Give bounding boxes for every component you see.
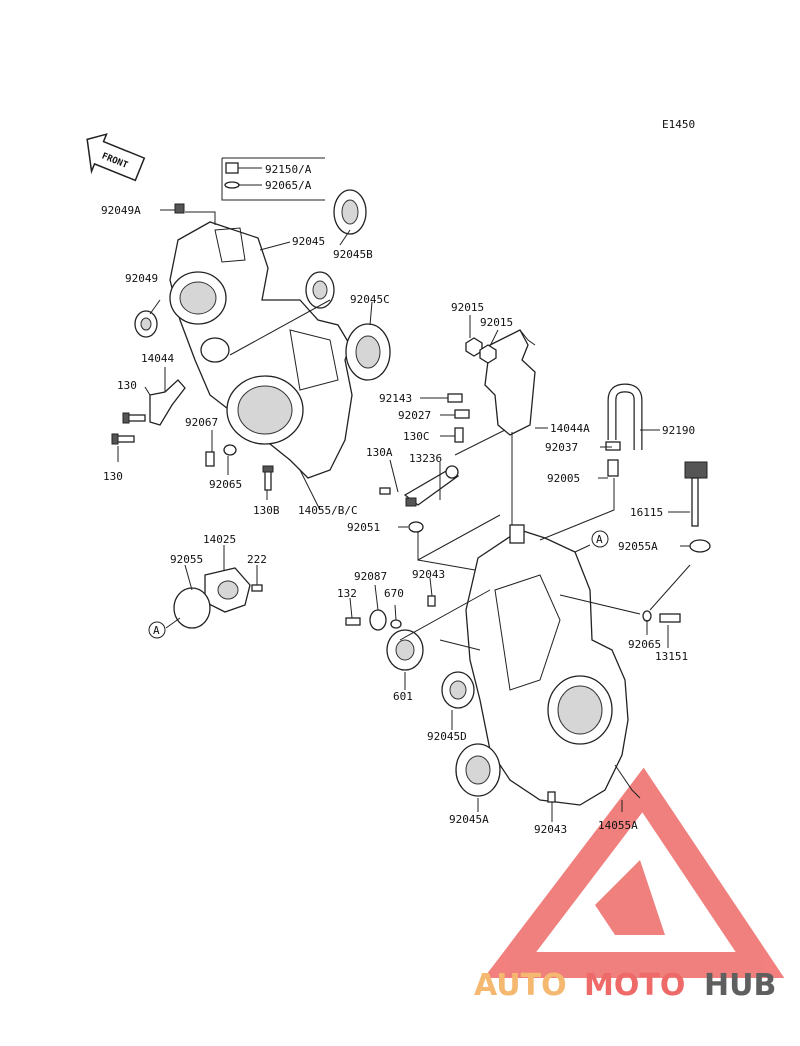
oil-pump-cover bbox=[173, 567, 263, 629]
o-ring-92055a bbox=[689, 539, 711, 553]
o-ring-670 bbox=[390, 619, 402, 629]
label-601: 601 bbox=[393, 690, 413, 703]
dowel-92043-1 bbox=[427, 595, 436, 607]
label-92055a: 92055A bbox=[618, 540, 658, 553]
plug-bolt-92150 bbox=[224, 162, 240, 189]
bolt-132 bbox=[345, 617, 361, 626]
bearing-92045 bbox=[305, 271, 335, 309]
label-92150a: 92150/A bbox=[265, 163, 312, 176]
bolt-92067 bbox=[205, 451, 215, 467]
label-92043-a: 92043 bbox=[412, 568, 445, 581]
label-92045: 92045 bbox=[292, 235, 325, 248]
label-130c: 130C bbox=[403, 430, 430, 443]
label-92065-a: 92065 bbox=[209, 478, 242, 491]
label-92087: 92087 bbox=[354, 570, 387, 583]
clamp-92037 bbox=[605, 441, 621, 451]
fitting-92005 bbox=[607, 459, 619, 477]
label-92049a: 92049A bbox=[101, 204, 141, 217]
label-92005: 92005 bbox=[547, 472, 580, 485]
nut-92015-2 bbox=[479, 344, 497, 364]
seal-92049 bbox=[134, 310, 158, 338]
label-92027: 92027 bbox=[398, 409, 431, 422]
bolt-130-1 bbox=[122, 412, 146, 424]
lever-13236 bbox=[403, 465, 460, 507]
label-92043-b: 92043 bbox=[534, 823, 567, 836]
dipstick-16115 bbox=[684, 461, 708, 527]
watermark-part1: AUTO bbox=[474, 968, 567, 1003]
bracket-14044 bbox=[149, 379, 186, 426]
part-labels: 92150/A 92065/A 92049A 92045 92045B 9204… bbox=[101, 163, 695, 836]
label-92045d: 92045D bbox=[427, 730, 467, 743]
collar-92143 bbox=[447, 393, 463, 403]
upper-case-housing bbox=[169, 221, 353, 479]
diagram-code: E1450 bbox=[662, 118, 695, 131]
label-92015-b: 92015 bbox=[480, 316, 513, 329]
label-92051: 92051 bbox=[347, 521, 380, 534]
callout-a-lower: A bbox=[148, 621, 166, 639]
bearing-92045d bbox=[441, 671, 475, 709]
bearing-601 bbox=[386, 629, 424, 671]
bolt-130c bbox=[454, 427, 464, 443]
label-130-b: 130 bbox=[103, 470, 123, 483]
label-130a: 130A bbox=[366, 446, 393, 459]
bracket-plate-14044a bbox=[484, 329, 536, 436]
label-14055bc: 14055/B/C bbox=[298, 504, 358, 517]
switch-92087 bbox=[369, 609, 387, 631]
label-14025: 14025 bbox=[203, 533, 236, 546]
label-14044: 14044 bbox=[141, 352, 174, 365]
label-16115: 16115 bbox=[630, 506, 663, 519]
label-222: 222 bbox=[247, 553, 267, 566]
watermark-part2: MOTO bbox=[584, 968, 685, 1003]
label-670: 670 bbox=[384, 587, 404, 600]
label-92065a: 92065/A bbox=[265, 179, 312, 192]
label-92045a: 92045A bbox=[449, 813, 489, 826]
label-92065-b: 92065 bbox=[628, 638, 661, 651]
label-92055: 92055 bbox=[170, 553, 203, 566]
label-92045c: 92045C bbox=[350, 293, 390, 306]
washer-92065-2 bbox=[642, 610, 652, 622]
washer-92065 bbox=[223, 444, 237, 456]
bolt-130b bbox=[262, 465, 274, 491]
fitting-13151 bbox=[659, 613, 681, 623]
front-arrow-icon: FRONT bbox=[86, 133, 146, 182]
label-92037: 92037 bbox=[545, 441, 578, 454]
label-13151: 13151 bbox=[655, 650, 688, 663]
label-14044a: 14044A bbox=[550, 422, 590, 435]
watermark-logo bbox=[483, 767, 785, 978]
breather-hose-92190 bbox=[607, 383, 643, 450]
label-92015-a: 92015 bbox=[451, 301, 484, 314]
label-92190: 92190 bbox=[662, 424, 695, 437]
label-13236: 13236 bbox=[409, 452, 442, 465]
label-132: 132 bbox=[337, 587, 357, 600]
nut-92049a bbox=[174, 203, 185, 214]
watermark-part3: HUB bbox=[704, 968, 776, 1003]
lower-case-housing bbox=[465, 524, 641, 806]
bearing-92045a bbox=[455, 743, 501, 797]
label-130b: 130B bbox=[253, 504, 280, 517]
bearing-92045c bbox=[345, 323, 391, 381]
svg-text:A: A bbox=[153, 624, 160, 637]
watermark-text: AUTO MOTO HUB bbox=[474, 968, 776, 1003]
label-92045b: 92045B bbox=[333, 248, 373, 261]
label-130-a: 130 bbox=[117, 379, 137, 392]
collar-92027 bbox=[454, 409, 470, 419]
callout-a-upper: A bbox=[591, 530, 609, 548]
svg-text:A: A bbox=[596, 533, 603, 546]
leader-lines bbox=[117, 157, 691, 822]
label-92049: 92049 bbox=[125, 272, 158, 285]
label-14055a: 14055A bbox=[598, 819, 638, 832]
label-92067: 92067 bbox=[185, 416, 218, 429]
label-92143: 92143 bbox=[379, 392, 412, 405]
bolt-130a bbox=[379, 487, 391, 495]
dowel-92043-2 bbox=[547, 791, 556, 803]
bolt-130-2 bbox=[111, 433, 135, 445]
bearing-92045b bbox=[333, 189, 367, 235]
washer-92051 bbox=[408, 521, 424, 533]
